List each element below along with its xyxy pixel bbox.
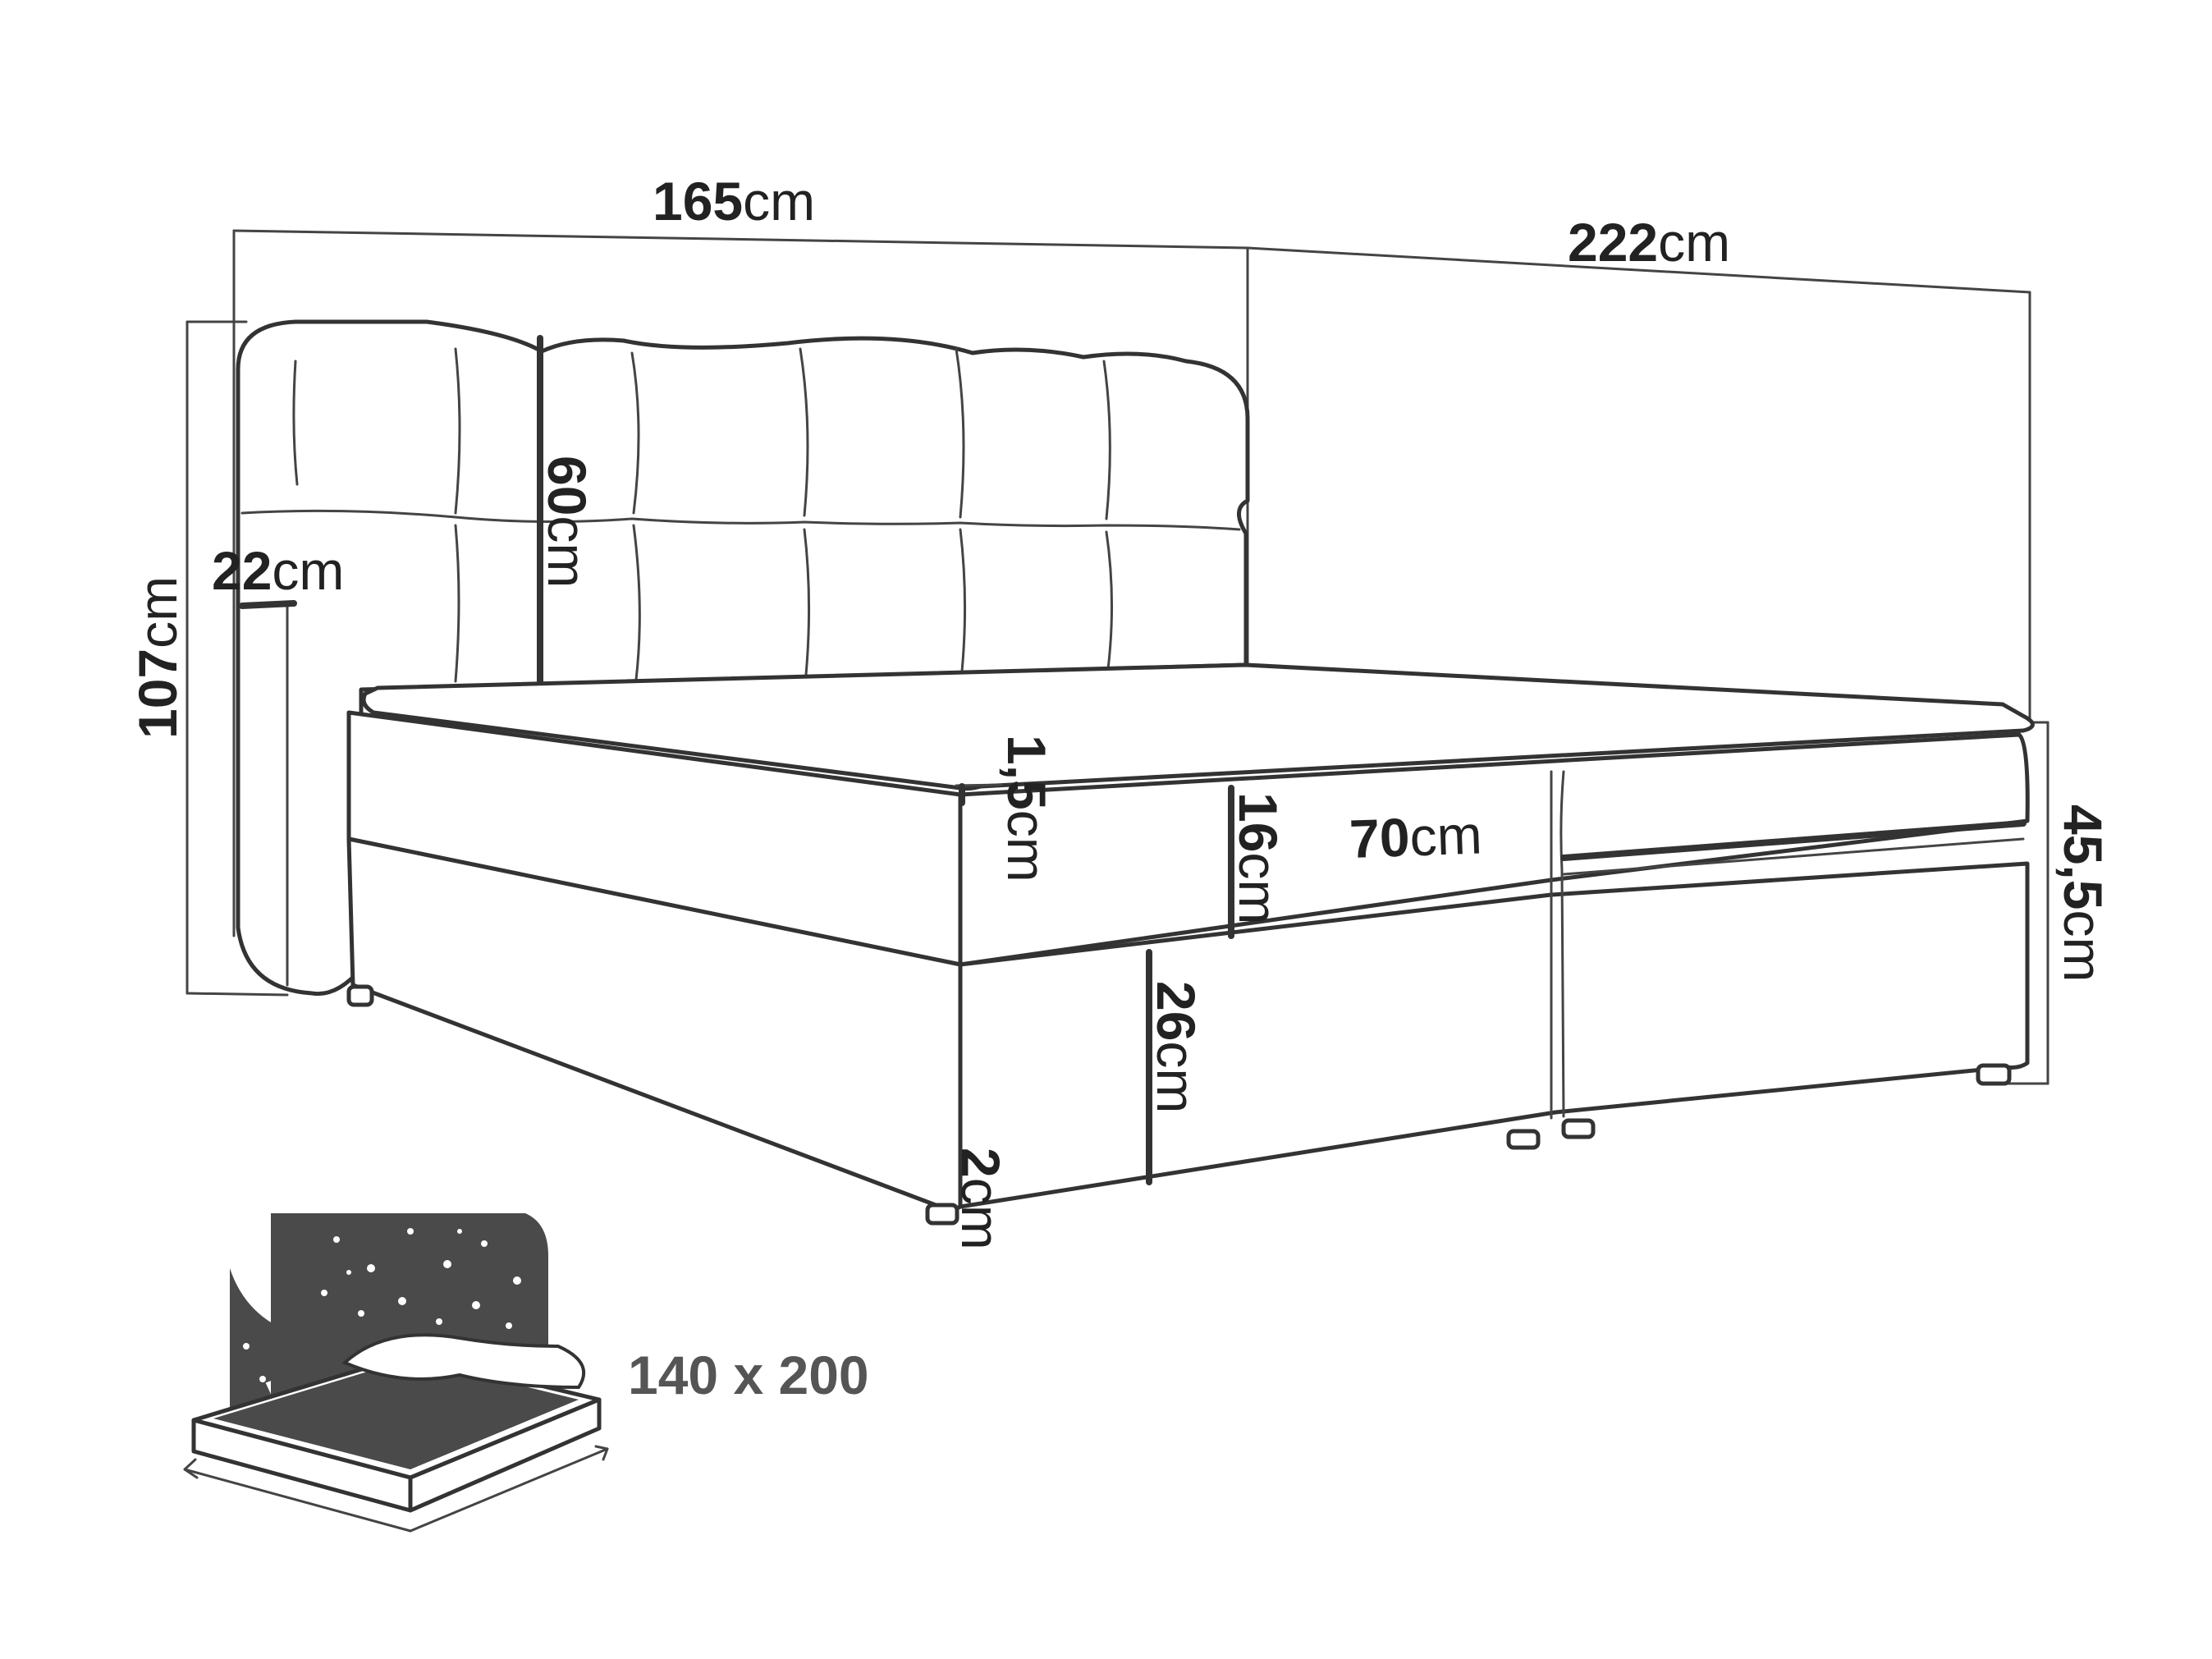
- mattress-size-label: 140 x 200: [628, 1345, 869, 1405]
- total-height-label: 107cm: [127, 576, 188, 739]
- dimension-lines: [185, 229, 2049, 1085]
- bed-body: [346, 662, 2035, 1226]
- storage-width-label: 70cm: [1349, 804, 1483, 869]
- mattress-height-label: 16cm: [1228, 792, 1289, 924]
- mattress-size-icon: [183, 1213, 609, 1533]
- dimension-labels: 165cm 222cm 22cm 70cm 107cm 60cm 1,5cm 1…: [127, 171, 2114, 1250]
- length-label: 222cm: [1568, 212, 1730, 273]
- headboard-height-label: 60cm: [537, 456, 598, 588]
- side-height-label: 45,5cm: [2053, 804, 2114, 982]
- topper-height-label: 1,5cm: [996, 735, 1057, 882]
- headboard-depth-label: 22cm: [212, 540, 344, 601]
- width-label: 165cm: [653, 171, 815, 231]
- feet-height-label: 2cm: [950, 1148, 1011, 1250]
- base-height-label: 26cm: [1146, 981, 1207, 1113]
